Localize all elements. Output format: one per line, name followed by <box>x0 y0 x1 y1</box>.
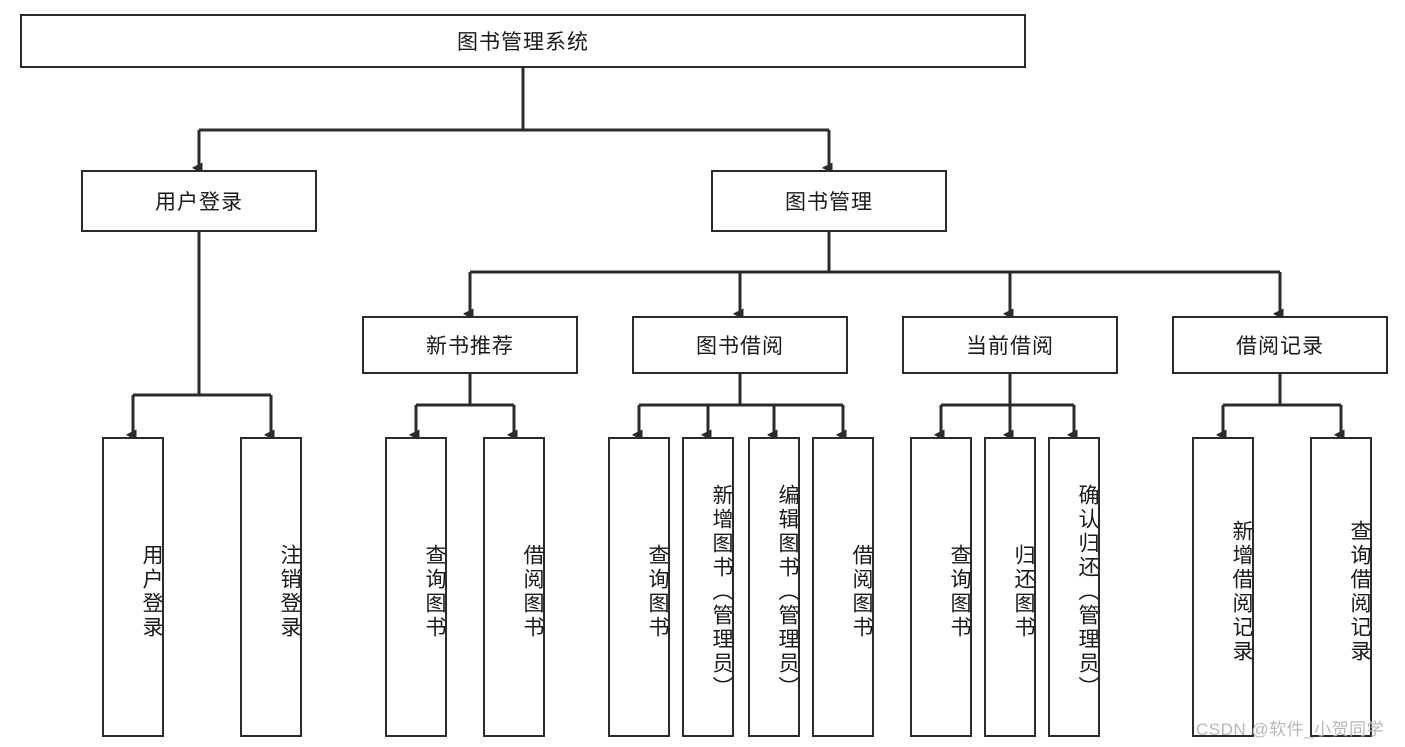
node-label: 查询图书 <box>948 544 971 640</box>
node-label: 图书管理 <box>785 191 873 214</box>
node-book-manage[interactable]: 图书管理 <box>711 170 947 232</box>
node-leaf-rec-query[interactable]: 查询图书 <box>385 437 447 737</box>
node-label: 借阅记录 <box>1236 335 1324 358</box>
node-label: 图书管理系统 <box>457 31 589 54</box>
node-label: 当前借阅 <box>966 335 1054 358</box>
node-label: 新增借阅记录 <box>1230 520 1253 664</box>
node-current-borrow[interactable]: 当前借阅 <box>902 316 1118 374</box>
node-new-book-rec[interactable]: 新书推荐 <box>362 316 578 374</box>
node-leaf-cb-confirm[interactable]: 确认归还（管理员） <box>1048 437 1100 737</box>
node-user-login[interactable]: 用户登录 <box>81 170 317 232</box>
node-label: 查询图书 <box>423 544 446 640</box>
node-label: 归还图书 <box>1012 544 1035 640</box>
node-label: 新书推荐 <box>426 335 514 358</box>
node-label: 新增图书（管理员） <box>710 484 733 700</box>
node-label: 用户登录 <box>155 191 243 214</box>
node-leaf-user-login[interactable]: 用户登录 <box>102 437 164 737</box>
node-label: 编辑图书（管理员） <box>776 484 799 700</box>
node-leaf-cb-query[interactable]: 查询图书 <box>910 437 972 737</box>
node-leaf-cb-return[interactable]: 归还图书 <box>984 437 1036 737</box>
node-label: 查询图书 <box>646 544 669 640</box>
node-leaf-bb-edit[interactable]: 编辑图书（管理员） <box>748 437 800 737</box>
node-leaf-user-logout[interactable]: 注销登录 <box>240 437 302 737</box>
node-book-borrow[interactable]: 图书借阅 <box>632 316 848 374</box>
node-label: 确认归还（管理员） <box>1076 484 1099 700</box>
node-borrow-record[interactable]: 借阅记录 <box>1172 316 1388 374</box>
node-leaf-bb-borrow[interactable]: 借阅图书 <box>812 437 874 737</box>
node-label: 查询借阅记录 <box>1348 520 1371 664</box>
edge-group <box>133 68 1341 435</box>
node-leaf-bb-add[interactable]: 新增图书（管理员） <box>682 437 734 737</box>
node-label: 图书借阅 <box>696 335 784 358</box>
node-label: 借阅图书 <box>521 544 544 640</box>
node-leaf-rec-borrow[interactable]: 借阅图书 <box>483 437 545 737</box>
node-leaf-bb-query[interactable]: 查询图书 <box>608 437 670 737</box>
node-leaf-br-add[interactable]: 新增借阅记录 <box>1192 437 1254 737</box>
node-leaf-br-query[interactable]: 查询借阅记录 <box>1310 437 1372 737</box>
node-label: 借阅图书 <box>850 544 873 640</box>
node-root[interactable]: 图书管理系统 <box>20 14 1026 68</box>
csdn-watermark: CSDN @软件_小贺同学 <box>1196 720 1385 739</box>
node-label: 注销登录 <box>278 544 301 640</box>
node-label: 用户登录 <box>140 544 163 640</box>
